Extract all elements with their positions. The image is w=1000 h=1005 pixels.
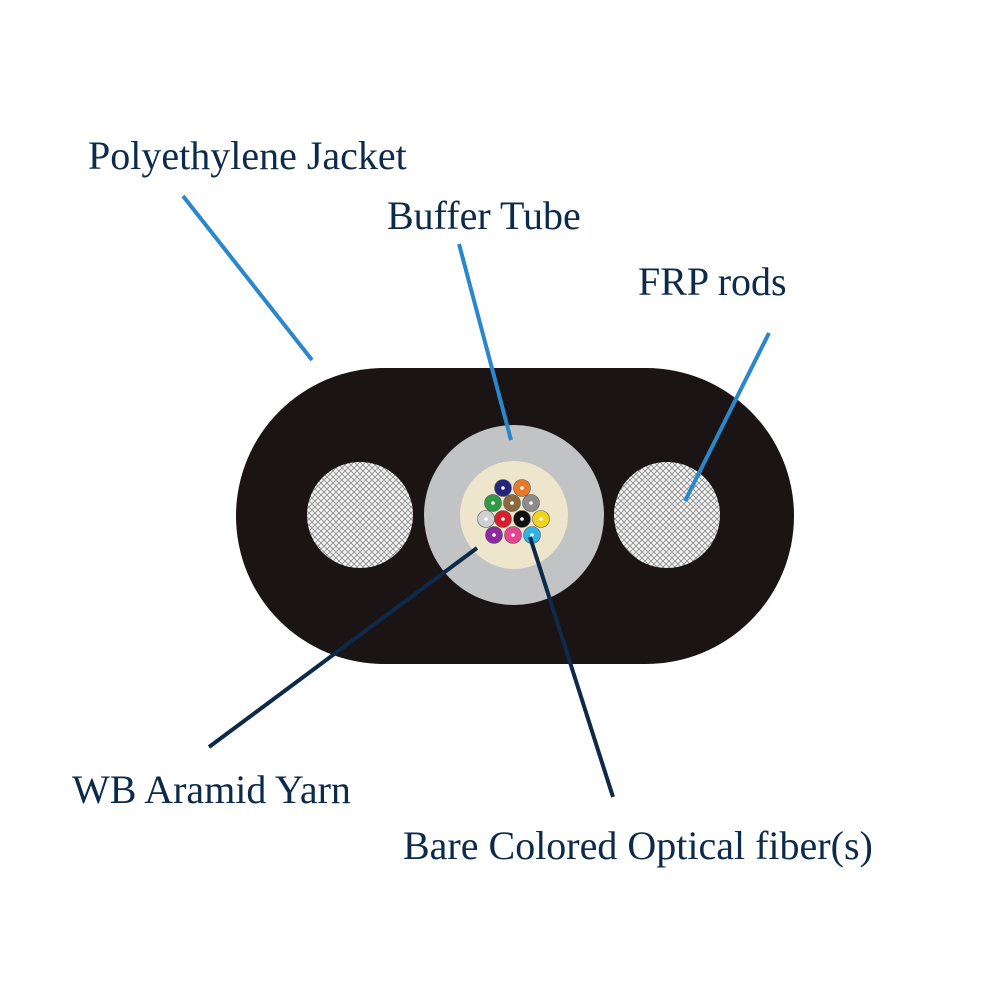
optical-fiber-core-5 bbox=[529, 501, 533, 505]
leader-optical-fiber bbox=[528, 536, 615, 798]
optical-fiber-core-10 bbox=[492, 533, 496, 537]
label-polyethylene-jacket: Polyethylene Jacket bbox=[88, 133, 407, 178]
leader-aramid-yarn bbox=[207, 546, 479, 749]
frp-rod-right bbox=[614, 462, 720, 568]
label-bare-colored-optical-fiber: Bare Colored Optical fiber(s) bbox=[403, 823, 873, 868]
optical-fiber-core-3 bbox=[491, 501, 495, 505]
optical-fiber-core-12 bbox=[530, 533, 534, 537]
frp-rod-left bbox=[307, 462, 413, 568]
optical-fiber-core-4 bbox=[510, 501, 514, 505]
optical-fiber-core-1 bbox=[501, 486, 505, 490]
optical-fiber-core-11 bbox=[511, 533, 515, 537]
optical-fibers bbox=[477, 479, 550, 544]
leader-buffer-tube bbox=[457, 243, 513, 441]
label-buffer-tube: Buffer Tube bbox=[387, 193, 581, 238]
label-frp-rods: FRP rods bbox=[638, 259, 787, 304]
optical-fiber-core-7 bbox=[501, 517, 505, 521]
optical-fiber-core-6 bbox=[484, 517, 488, 521]
leader-jacket bbox=[181, 194, 314, 362]
optical-fiber-core-9 bbox=[539, 517, 543, 521]
leader-frp-rods bbox=[683, 332, 771, 502]
label-wb-aramid-yarn: WB Aramid Yarn bbox=[72, 767, 351, 812]
aramid-yarn bbox=[460, 461, 568, 569]
optical-fiber-core-8 bbox=[520, 517, 524, 521]
optical-fiber-core-2 bbox=[520, 486, 524, 490]
